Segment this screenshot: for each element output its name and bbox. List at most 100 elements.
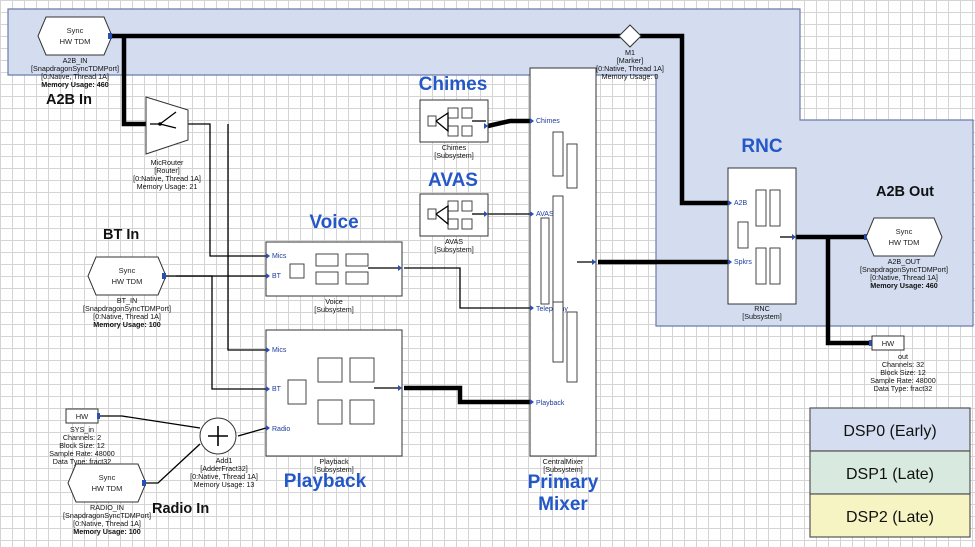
a2b-out-hw-tdm: HW TDM [889, 238, 920, 247]
wire-rnc-to-out [825, 237, 870, 346]
chimes-inner-c [461, 107, 473, 119]
central-mixer-subsystem[interactable]: Chimes AVAS Telephony Playback CentralMi… [529, 67, 597, 474]
mic-router-memory: Memory Usage: 21 [137, 182, 198, 191]
avas-subsystem[interactable]: AVAS [Subsystem] [419, 193, 489, 254]
rnc-subsystem[interactable]: A2B Spkrs RNC [Subsystem] [727, 167, 797, 321]
voice-port-bt-marker [266, 273, 270, 279]
avas-inner-a [427, 208, 437, 220]
adder-type: [AdderFract32] [200, 464, 248, 473]
rnc-inner-b [755, 189, 767, 227]
voice-port-mics: Mics [272, 253, 287, 260]
adder-block[interactable]: Add1 [AdderFract32] [0:Native, Thread 1A… [190, 417, 258, 489]
m1-marker-block[interactable]: M1 [Marker] [0:Native, Thread 1A] Memory… [596, 24, 664, 81]
a2b-out-type: [SnapdragonSyncTDMPort] [860, 265, 948, 274]
sys-in-block[interactable]: HW SYS_in Channels: 2 Block Size: 12 Sam… [49, 408, 115, 466]
a2b-in-hw-tdm: HW TDM [60, 37, 91, 46]
rnc-title: RNC [741, 136, 782, 157]
bt-in-block[interactable]: Sync HW TDM BT_IN [SnapdragonSyncTDMPort… [83, 256, 171, 329]
m1-memory: Memory Usage: 0 [602, 72, 659, 81]
legend-label-dsp0: DSP0 (Early) [843, 423, 936, 440]
rnc-type: [Subsystem] [742, 312, 782, 321]
rnc-inner-a [737, 221, 749, 249]
a2b-in-title: A2B In [46, 92, 92, 108]
a2b-in-type: [SnapdragonSyncTDMPort] [31, 64, 119, 73]
playback-box [265, 329, 403, 457]
avas-inner-b [447, 200, 459, 212]
radio-in-title: Radio In [152, 501, 209, 517]
mic-router-type: [Router] [154, 166, 180, 175]
bt-in-thread: [0:Native, Thread 1A] [93, 312, 161, 321]
radio-in-name: RADIO_IN [90, 503, 124, 512]
voice-output-port [398, 265, 402, 271]
voice-inner-c [345, 253, 369, 267]
avas-inner-e [461, 218, 473, 230]
mixer-port-telephony-marker [530, 305, 534, 311]
voice-inner-e [345, 271, 369, 285]
radio-in-hexagon [67, 463, 147, 503]
a2b-in-hexagon [37, 16, 113, 56]
wire-adder-to-playback-radio [237, 427, 267, 437]
chimes-inner-d [447, 125, 459, 137]
rnc-output-port [792, 234, 796, 240]
chimes-inner-e [461, 125, 473, 137]
legend-item-dsp1: DSP1 (Late) [809, 450, 971, 495]
m1-thread: [0:Native, Thread 1A] [596, 64, 664, 73]
mixer-inner-2 [566, 143, 578, 189]
mixer-port-avas-marker [530, 211, 534, 217]
chimes-output-port [484, 123, 488, 129]
playback-name: Playback [319, 457, 349, 466]
rnc-inner-d [755, 247, 767, 285]
mixer-port-telephony: Telephony [536, 306, 568, 313]
playback-subsystem[interactable]: Mics BT Radio Playback [Subsystem] [265, 329, 403, 474]
a2b-in-output-port [108, 33, 112, 39]
adder-memory: Memory Usage: 13 [194, 480, 255, 489]
adder-name: Add1 [216, 456, 233, 465]
wire-router-to-playback-mics [227, 124, 266, 351]
m1-name: M1 [625, 48, 635, 57]
avas-inner-wire [435, 204, 449, 226]
voice-inner-d [315, 271, 339, 285]
avas-output-port [484, 211, 488, 217]
playback-port-mics: Mics [272, 347, 287, 354]
voice-box [265, 241, 403, 297]
wire-voice-to-mixer-telephony [404, 267, 530, 309]
bt-in-name: BT_IN [117, 296, 137, 305]
wire-router-to-voice-mics [188, 123, 266, 257]
bt-in-type: [SnapdragonSyncTDMPort] [83, 304, 171, 313]
sys-in-name: SYS_in [70, 425, 94, 434]
playback-port-radio-marker [266, 425, 270, 431]
legend-swatch-dsp1 [809, 450, 971, 495]
chimes-inner-a [427, 115, 437, 127]
mic-router-block[interactable]: MicRouter [Router] [0:Native, Thread 1A]… [133, 96, 201, 191]
wire-sys-in-to-adder [98, 415, 201, 429]
rnc-port-a2b: A2B [734, 200, 748, 207]
bt-in-output-port [162, 273, 166, 279]
avas-type: [Subsystem] [434, 245, 474, 254]
radio-in-block[interactable]: Sync HW TDM RADIO_IN [SnapdragonSyncTDMP… [63, 463, 151, 536]
wire-playback-to-mixer [404, 385, 530, 405]
mic-router-name: MicRouter [151, 158, 184, 167]
mixer-port-avas: AVAS [536, 211, 554, 218]
sys-in-sample-rate: Sample Rate: 48000 [49, 449, 115, 458]
a2b-out-block[interactable]: Sync HW TDM A2B_OUT [SnapdragonSyncTDMPo… [860, 217, 948, 290]
avas-name: AVAS [445, 237, 463, 246]
a2b-in-thread: [0:Native, Thread 1A] [41, 72, 109, 81]
radio-in-output-port [142, 480, 146, 486]
wire-m1-to-rnc [640, 33, 728, 206]
voice-subsystem[interactable]: Mics BT Voice [Subsystem] [265, 241, 403, 314]
sys-in-channels: Channels: 2 [63, 433, 101, 442]
chimes-subsystem[interactable]: Chimes [Subsystem] [419, 99, 489, 160]
mixer-output-port [592, 259, 596, 265]
router-switch-2 [159, 123, 177, 129]
out-block[interactable]: HW out Channels: 32 Block Size: 12 Sampl… [869, 335, 936, 393]
primary-mixer-title-line2: Mixer [538, 494, 588, 515]
voice-port-mics-marker [266, 253, 270, 259]
a2b-out-sync: Sync [896, 227, 913, 236]
voice-inner-a [289, 263, 305, 279]
legend-label-dsp2: DSP2 (Late) [846, 509, 934, 526]
a2b-in-memory: Memory Usage: 460 [41, 80, 109, 89]
rnc-port-a2b-marker [728, 200, 732, 206]
a2b-in-block[interactable]: Sync HW TDM A2B_IN [SnapdragonSyncTDMPor… [31, 16, 119, 89]
legend-label-dsp1: DSP1 (Late) [846, 466, 934, 483]
